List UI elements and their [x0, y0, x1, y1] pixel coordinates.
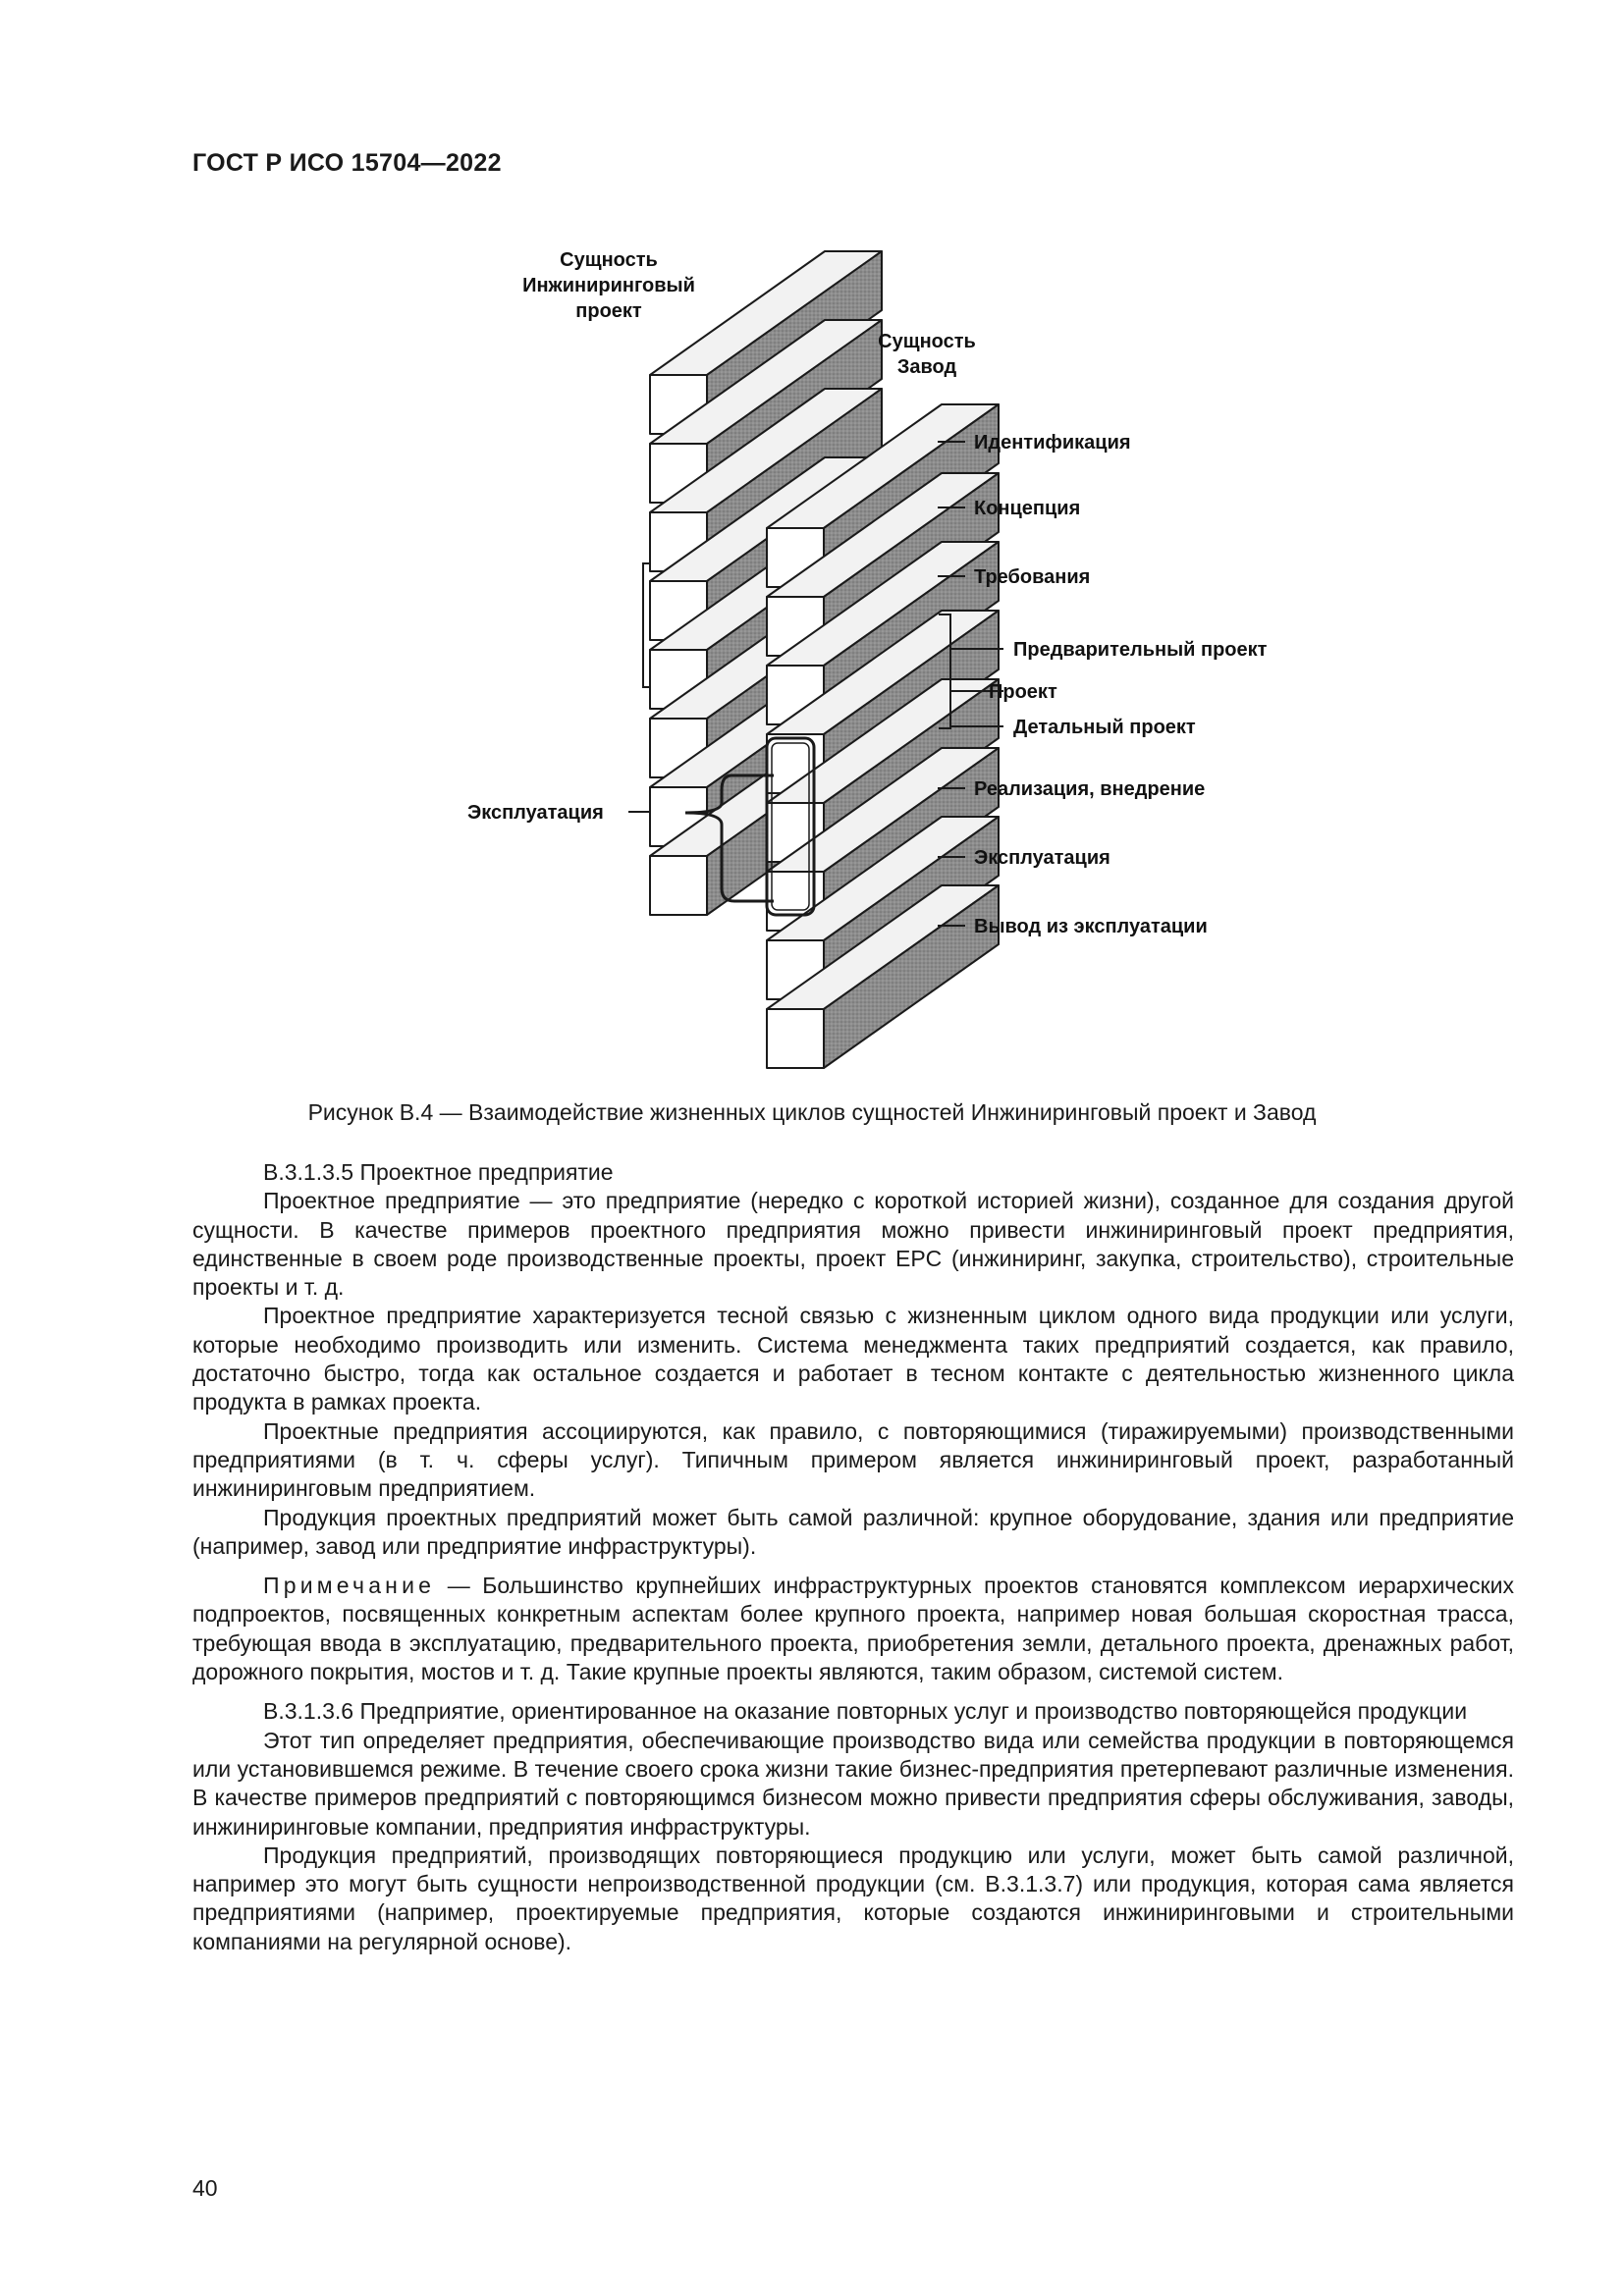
paragraph: Продукция проектных предприятий может бы… [192, 1504, 1514, 1559]
entity-engineering-line-1: Сущность [560, 249, 658, 271]
figure-caption: Рисунок В.4 — Взаимодействие жизненных ц… [307, 1099, 1317, 1125]
paragraph: Этот тип определяет предприятия, обеспеч… [192, 1727, 1514, 1840]
paragraph: Проектное предприятие характеризуется те… [192, 1303, 1514, 1415]
section-heading-b31315: В.3.1.3.5 Проектное предприятие [263, 1159, 614, 1185]
stage-operation: Эксплуатация [974, 847, 1110, 869]
stage-detailed-design: Детальный проект [1013, 717, 1196, 738]
implementation-frame [765, 736, 816, 917]
entity-plant-line-2: Завод [897, 356, 957, 378]
stage-identification: Идентификация [974, 432, 1131, 454]
left-operation-label: Эксплуатация [467, 802, 604, 824]
entity-plant-line-1: Сущность [878, 331, 976, 352]
entity-plant-label: Сущность Завод [878, 331, 976, 378]
block-face [766, 1008, 825, 1069]
stage-concept: Концепция [974, 498, 1080, 519]
plant-blocks [766, 403, 1000, 1069]
note-paragraph: Примечание — Большинство крупнейших инфр… [192, 1572, 1514, 1686]
stage-implementation: Реализация, внедрение [974, 778, 1205, 800]
stage-leaders [628, 441, 1003, 927]
paragraph: Продукция предприятий, производящих повт… [192, 1842, 1514, 1954]
stage-labels: Идентификация Концепция Требования Предв… [467, 432, 1268, 937]
lifecycle-interaction-diagram: Сущность Инжиниринговый проект Сущность … [467, 249, 1268, 1069]
phase-bracket-left [642, 562, 650, 688]
note-label: Примечание [263, 1573, 436, 1599]
note-text: — Большинство крупнейших инфраструктурны… [192, 1573, 1514, 1685]
document-header: ГОСТ Р ИСО 15704—2022 [192, 149, 502, 177]
stage-decommission: Вывод из эксплуатации [974, 916, 1208, 937]
body-text: В.3.1.3.5 Проектное предприятие Проектно… [192, 1158, 1514, 1956]
paragraph: Проектные предприятия ассоциируются, как… [192, 1417, 1514, 1502]
connecting-brace [684, 774, 774, 903]
entity-engineering-line-3: проект [575, 300, 642, 322]
paragraph: Проектное предприятие — это предприятие … [192, 1188, 1514, 1301]
block-face [649, 855, 708, 916]
stage-design: Проект [989, 681, 1057, 703]
entity-engineering-label: Сущность Инжиниринговый проект [522, 249, 695, 322]
page-number: 40 [192, 2175, 218, 2201]
section-heading-b31316: В.3.1.3.6 Предприятие, ориентированное н… [263, 1698, 1468, 1725]
stage-preliminary-design: Предварительный проект [1013, 639, 1268, 661]
stage-requirements: Требования [974, 566, 1090, 588]
entity-engineering-line-2: Инжиниринговый [522, 275, 695, 296]
